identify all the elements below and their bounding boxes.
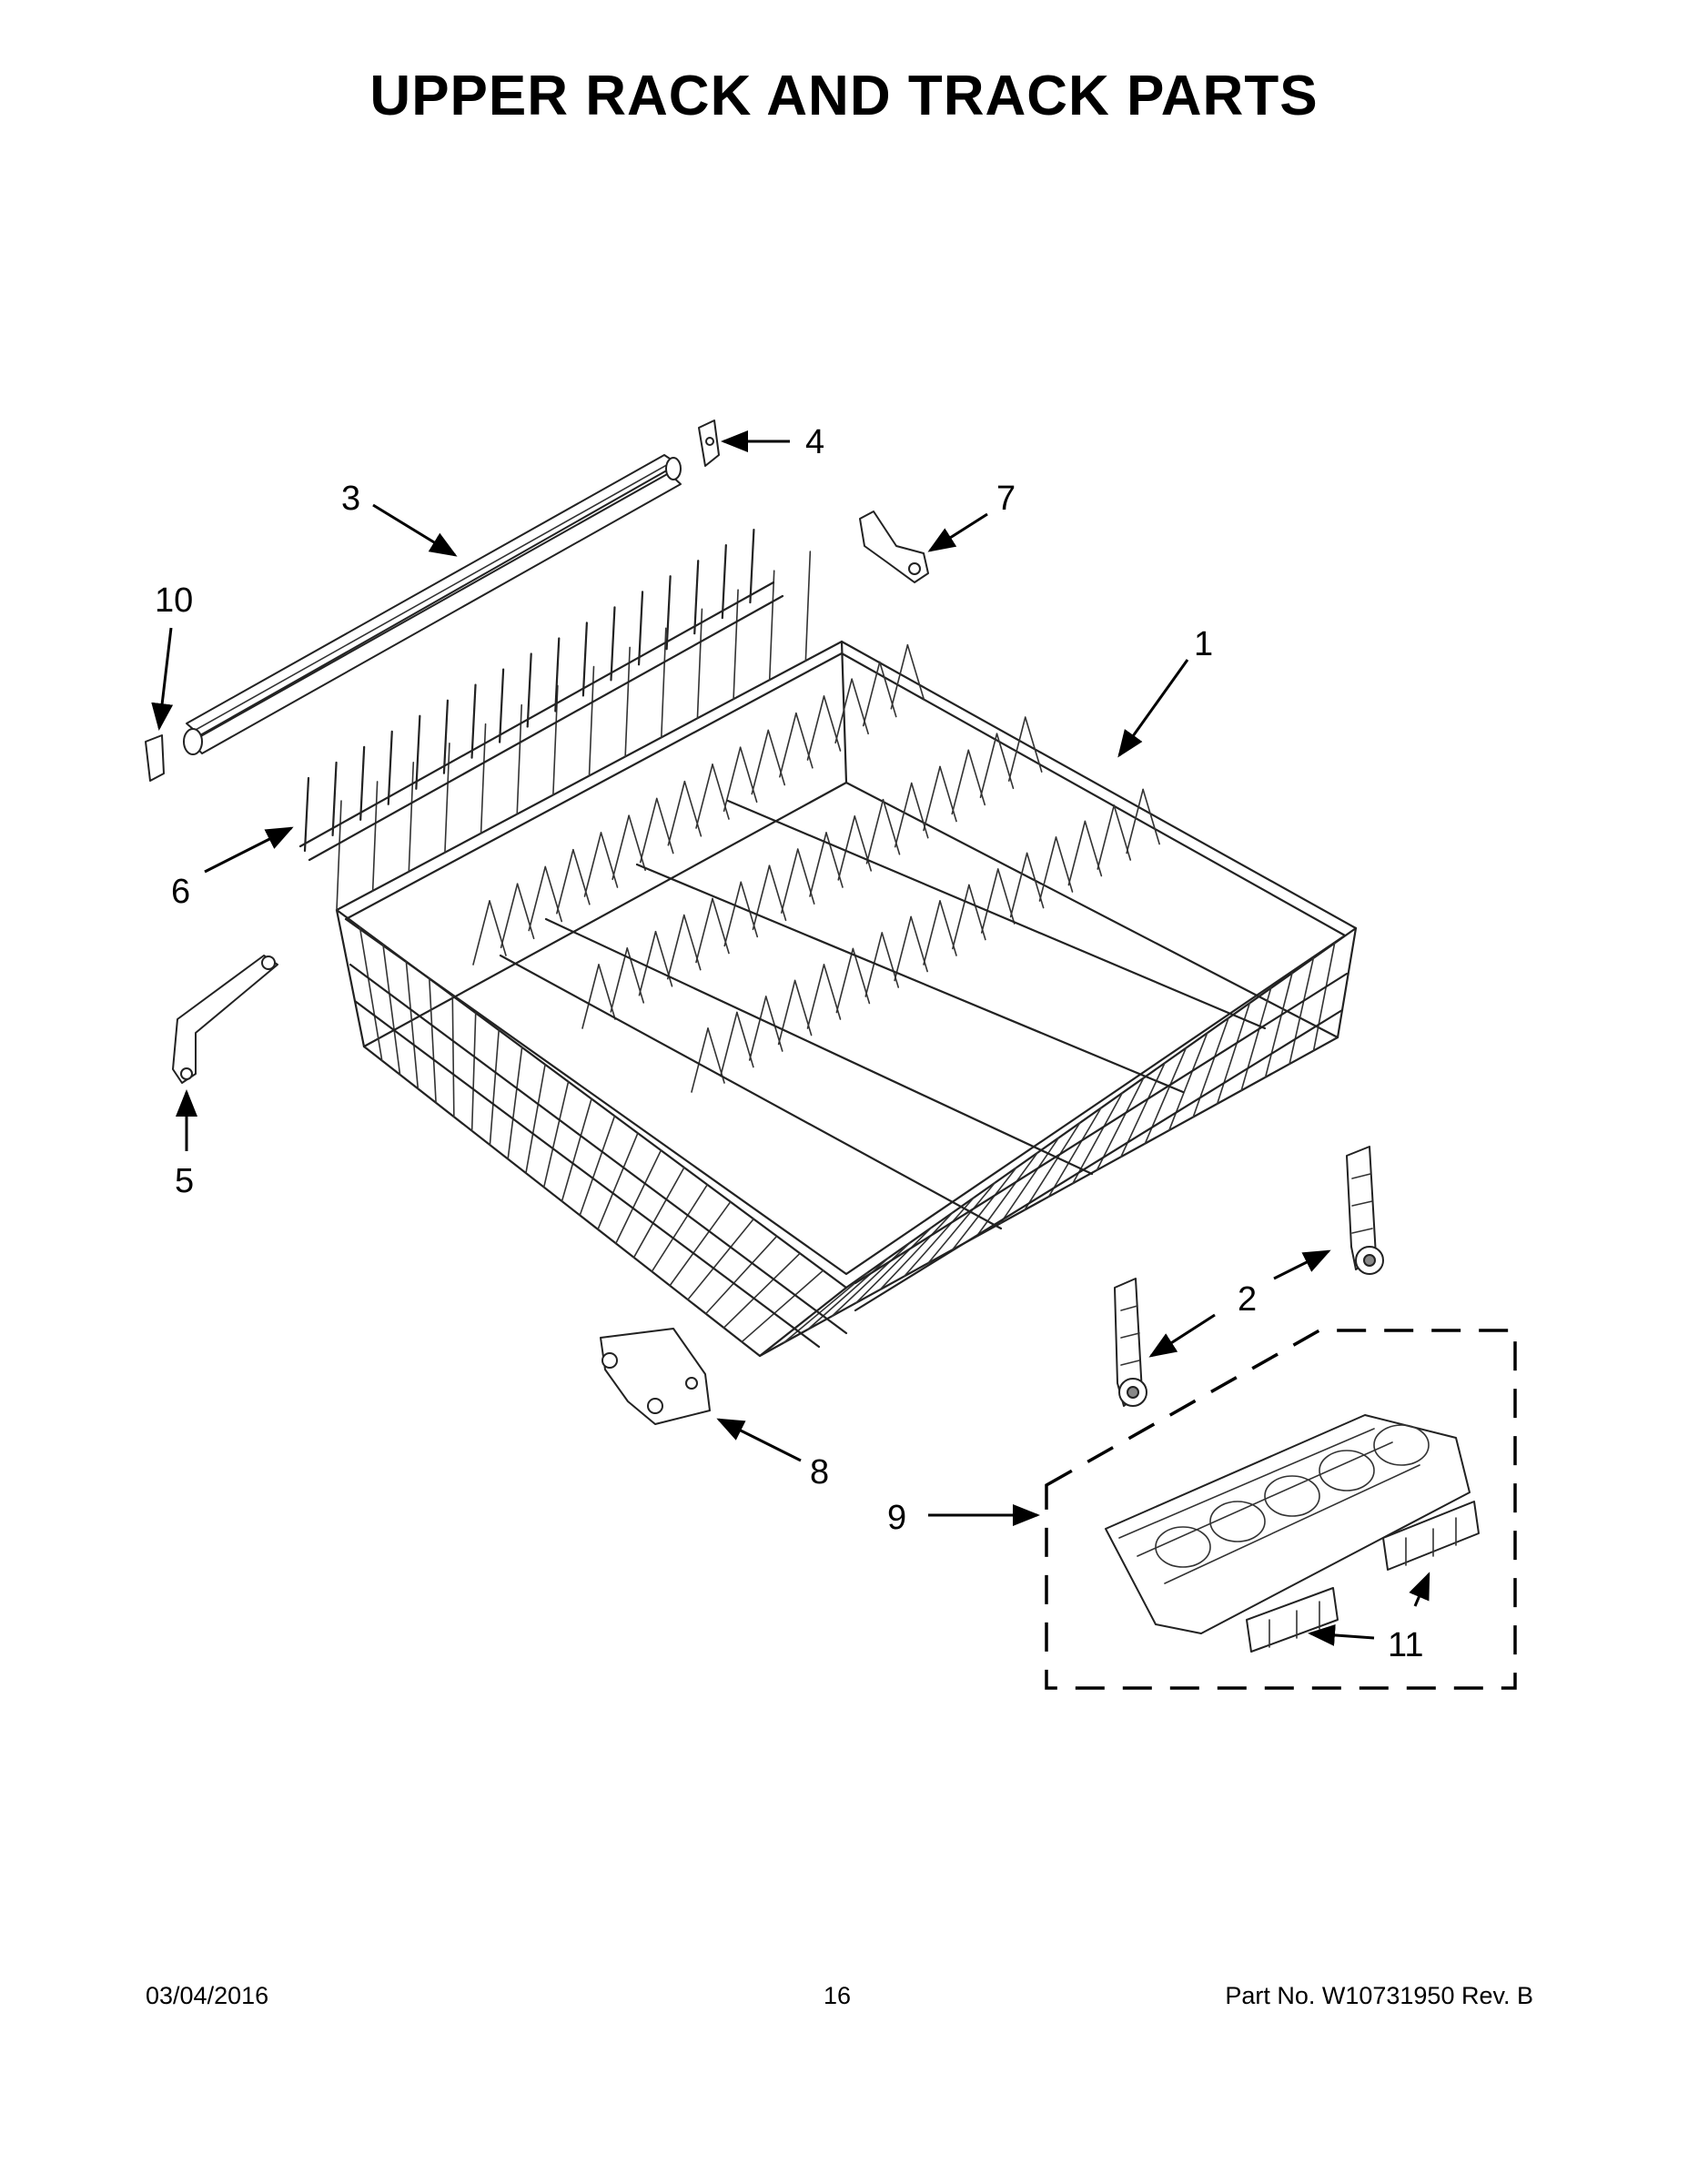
track-end-cap: [698, 420, 720, 467]
leader-8: [716, 1418, 802, 1462]
callout-1: 1: [1194, 625, 1213, 663]
leader-7: [927, 512, 988, 552]
callout-4: 4: [805, 423, 824, 461]
leader-3: [372, 503, 458, 557]
footer-part-number: Part No. W10731950 Rev. B: [1225, 1982, 1533, 2009]
leader-11a: [1308, 1623, 1375, 1646]
callout-5: 5: [175, 1162, 194, 1200]
callout-11: 11: [1388, 1626, 1423, 1664]
clip-bar: [600, 1328, 711, 1425]
shelf-clip-b: [1246, 1587, 1339, 1653]
leader-2a: [1273, 1249, 1331, 1280]
leader-1: [1117, 659, 1189, 758]
leader-lines: [151, 430, 1430, 1646]
footer-date: 03/04/2016: [146, 1982, 269, 2009]
callout-7: 7: [996, 480, 1016, 518]
leader-10: [151, 627, 174, 731]
kit-dashed-outline: [1045, 1329, 1517, 1690]
rack-wheel-assembly-b: [1346, 1146, 1384, 1275]
callout-8: 8: [810, 1453, 829, 1491]
track-rail: [183, 454, 682, 755]
upper-rack-basket: [335, 551, 1358, 1358]
leader-11b: [1409, 1572, 1430, 1607]
shelf-clip-a: [1382, 1501, 1480, 1571]
rack-wheel-assembly-a: [1114, 1278, 1147, 1407]
callout-9: 9: [887, 1499, 906, 1537]
callout-2: 2: [1238, 1280, 1257, 1319]
adjuster-arm: [172, 955, 278, 1084]
leader-2b: [1148, 1313, 1216, 1358]
callout-10: 10: [155, 581, 193, 620]
leader-6: [204, 826, 294, 874]
track-stop: [145, 734, 165, 782]
page-title: UPPER RACK AND TRACK PARTS: [369, 65, 1319, 127]
tine-row-assembly: [298, 528, 784, 862]
cup-shelf: [1105, 1414, 1471, 1634]
callout-6: 6: [171, 873, 190, 911]
callout-3: 3: [341, 480, 360, 518]
callout-labels: 1 2 3 4 5 6 7 8 9 10 11: [155, 423, 1423, 1664]
footer-page-number: 16: [823, 1982, 852, 2009]
rack-clip: [859, 511, 929, 583]
